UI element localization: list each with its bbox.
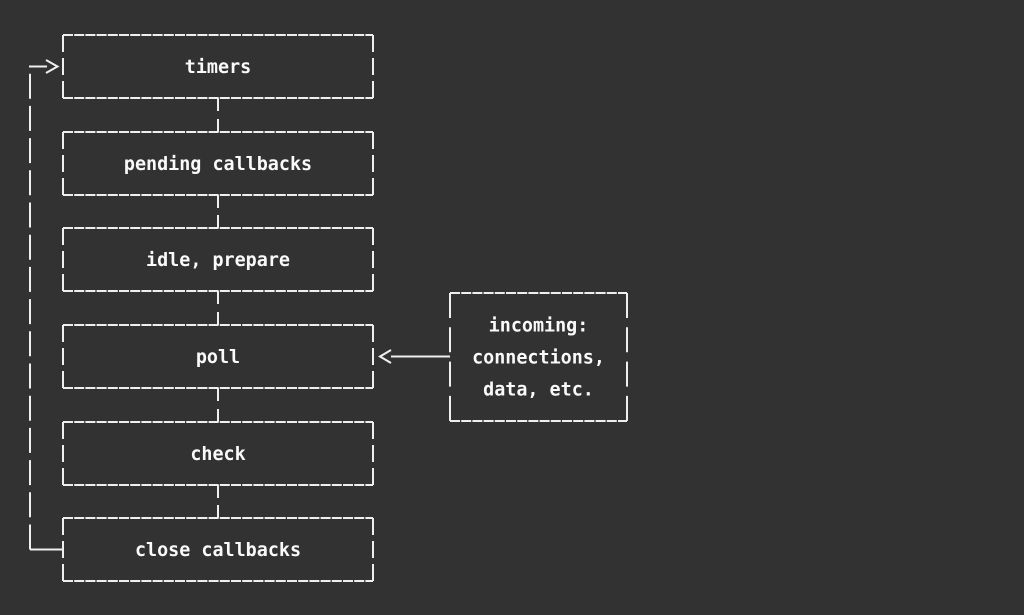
phase-box-timers: timers: [62, 34, 374, 99]
incoming-to-poll-arrow: [378, 349, 450, 364]
loop-arrowhead-icon: [45, 59, 60, 74]
phase-label-check: check: [190, 444, 245, 465]
incoming-label-line-3: data, etc.: [483, 380, 594, 401]
phase-box-poll: poll: [62, 324, 374, 389]
phase-label-pending-callbacks: pending callbacks: [124, 154, 312, 175]
phase-box-check: check: [62, 421, 374, 486]
phase-label-close-callbacks: close callbacks: [135, 540, 301, 561]
incoming-arrowhead-icon: [378, 349, 392, 364]
phase-box-close-callbacks: close callbacks: [62, 517, 374, 582]
phase-label-poll: poll: [196, 347, 240, 368]
phase-label-timers: timers: [185, 57, 251, 78]
incoming-box: incoming: connections, data, etc.: [449, 292, 628, 422]
phase-label-idle-prepare: idle, prepare: [146, 250, 290, 271]
incoming-label-line-1: incoming:: [489, 316, 589, 337]
incoming-label-line-2: connections,: [472, 348, 605, 369]
loop-back-edge: [29, 59, 63, 551]
phase-box-pending-callbacks: pending callbacks: [62, 131, 374, 196]
phase-box-idle-prepare: idle, prepare: [62, 227, 374, 292]
